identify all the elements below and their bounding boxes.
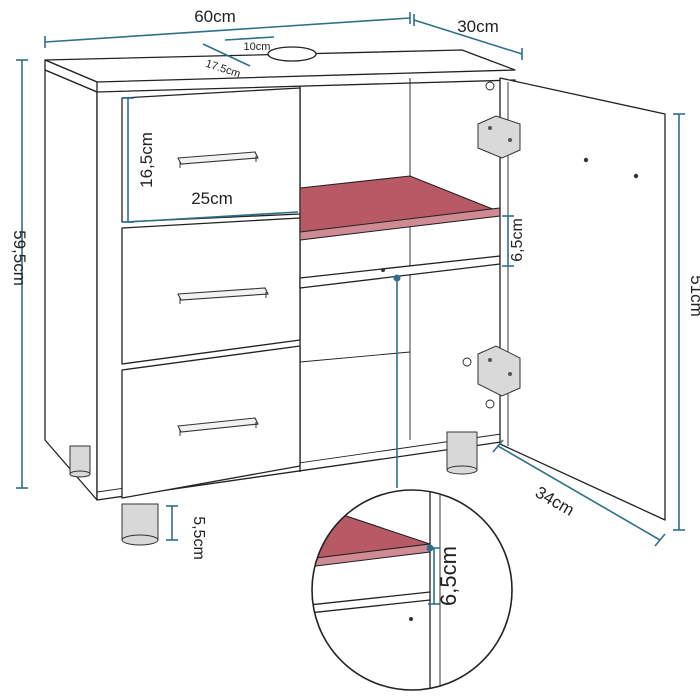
zoom-circle-border <box>311 489 513 691</box>
dimension-drawer-height: 16,5cm <box>122 97 156 223</box>
dimension-door-height: 51cm <box>673 113 700 531</box>
shelf-gap-label: 6,5cm <box>509 218 526 262</box>
dimension-foot-height: 5,5cm <box>166 505 207 560</box>
mount-hole-3 <box>485 399 495 409</box>
hinge-lower <box>477 345 521 397</box>
drawer-handle-bottom <box>177 417 259 436</box>
cutout-width-label: 10cm <box>244 41 271 53</box>
door-height-label: 51cm <box>687 275 700 317</box>
dimension-depth: 30cm <box>413 14 523 60</box>
cabinet-left-side <box>44 69 98 501</box>
drawer-height-label: 16,5cm <box>137 132 156 188</box>
cabinet <box>44 46 666 546</box>
hinge-upper <box>477 115 521 159</box>
mount-hole-2 <box>462 357 472 367</box>
drawer-handle-top <box>177 151 259 168</box>
cabinet-door <box>499 77 666 521</box>
foot-back-left <box>69 445 91 478</box>
foot-front-left <box>121 503 159 546</box>
compartment-floor-line <box>299 351 411 363</box>
drawer-middle <box>121 217 301 365</box>
dimension-width: 60cm <box>44 7 411 48</box>
dimension-total-height: 59,5cm <box>10 59 29 489</box>
foot-back-right <box>446 431 478 475</box>
door-knob-hole-2 <box>633 173 639 179</box>
zoom-content <box>312 490 512 690</box>
sink-cutout <box>267 46 317 62</box>
width-label: 60cm <box>194 7 236 26</box>
dimension-cutout-width: 10cm <box>224 36 275 53</box>
foot-height-label: 5,5cm <box>190 516 207 560</box>
drawer-bottom <box>121 345 301 499</box>
dimension-shelf-gap: 6,5cm <box>502 215 526 267</box>
total-height-label: 59,5cm <box>10 230 29 286</box>
drawer-handle-middle <box>177 287 269 304</box>
zoom-shelf-gap-label: 6,5cm <box>436 546 461 606</box>
mount-hole-1 <box>485 81 495 91</box>
zoom-callout: 6,5cm <box>311 274 513 691</box>
door-knob-hole-1 <box>583 157 589 163</box>
zoom-leader-dot <box>393 274 401 282</box>
shelf-pin <box>381 268 385 272</box>
dimension-drawer-width: 25cm <box>127 189 299 223</box>
depth-label: 30cm <box>457 17 499 36</box>
drawer-width-label: 25cm <box>191 189 233 208</box>
